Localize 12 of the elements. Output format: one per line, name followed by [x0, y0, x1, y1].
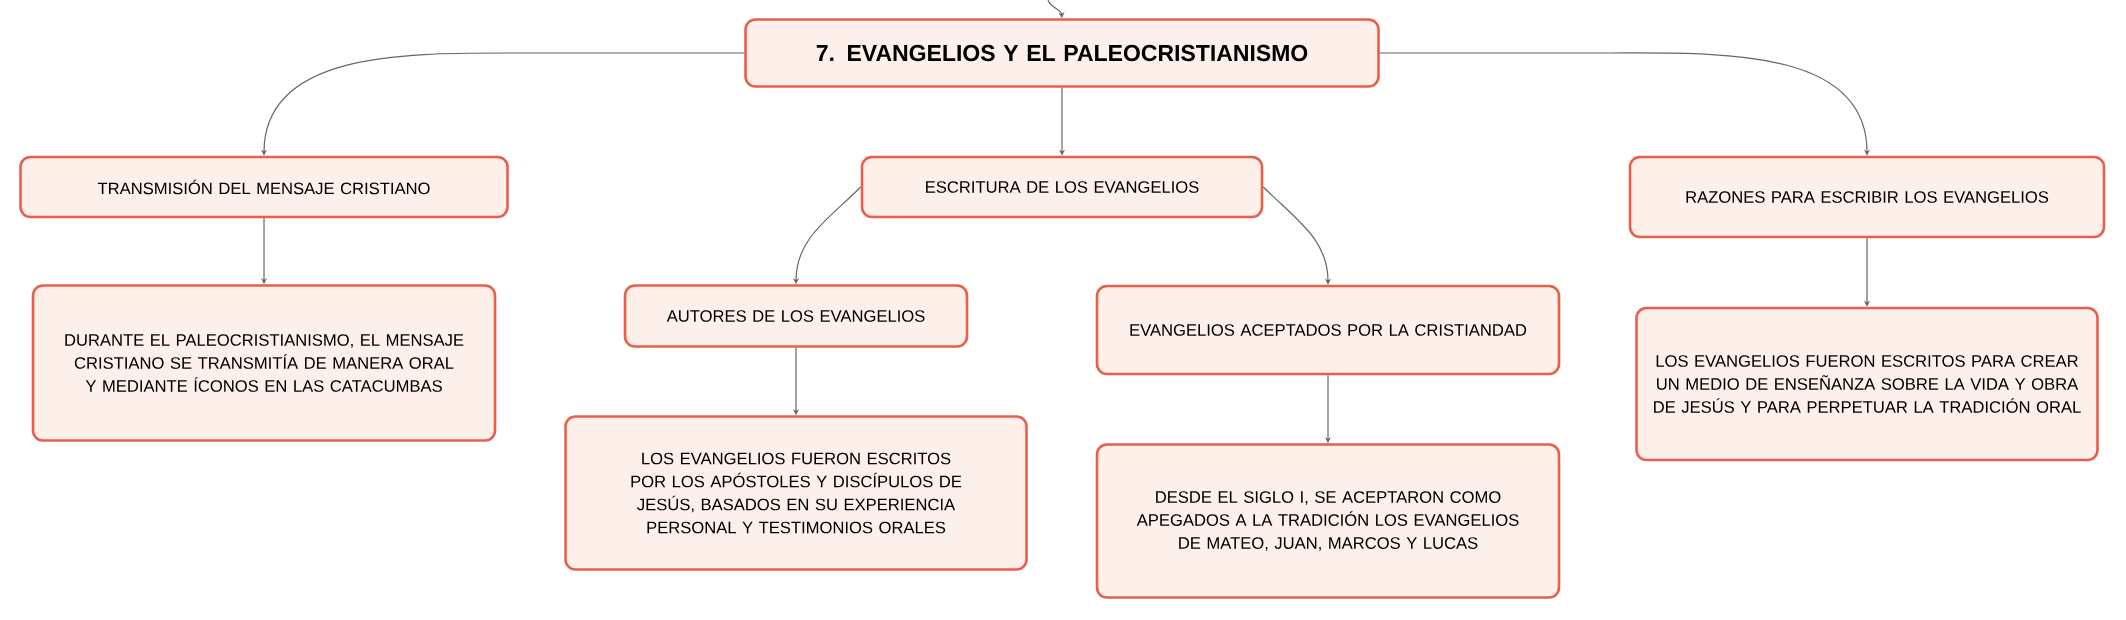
topic-box: AUTORES DE LOS EVANGELIOS	[623, 284, 969, 348]
topic-box: LOS EVANGELIOS FUERON ESCRITOS PARA CREAR UN MEDIO DE ENSEÑANZA SOBRE LA VIDA Y OBRA DE JESÚS Y PARA PERPETUAR LA TRADICIÓN ORAL	[1635, 306, 2099, 462]
connector	[1379, 52, 1871, 156]
topic-box: ESCRITURA DE LOS EVANGELIOS	[860, 155, 1264, 219]
topic-box: DURANTE EL PALEOCRISTIANISMO, EL MENSAJE CRISTIANO SE TRANSMITÍA DE MANERA ORAL Y MEDIANTE ÍCONOS EN LAS CATACUMBAS	[31, 284, 497, 442]
topic-box: LOS EVANGELIOS FUERON ESCRITOS POR LOS APÓSTOLES Y DISCÍPULOS DE JESÚS, BASADOS EN SU EXPERIENCIA PERSONAL Y TESTIMONIOS ORALES	[564, 415, 1028, 571]
title-box: 7. EVANGELIOS Y EL PALEOCRISTIANISMO	[744, 18, 1380, 88]
topic-box: DESDE EL SIGLO I, SE ACEPTARON COMO APEGADOS A LA TRADICIÓN LOS EVANGELIOS DE MATEO, JUAN, MARCOS Y LUCAS	[1095, 443, 1561, 599]
connector	[1262, 186, 1332, 285]
topic-box: RAZONES PARA ESCRIBIR LOS EVANGELIOS	[1628, 155, 2106, 239]
topic-box: EVANGELIOS ACEPTADOS POR LA CRISTIANDAD	[1095, 284, 1561, 376]
topic-box: TRANSMISIÓN DEL MENSAJE CRISTIANO	[19, 155, 509, 219]
